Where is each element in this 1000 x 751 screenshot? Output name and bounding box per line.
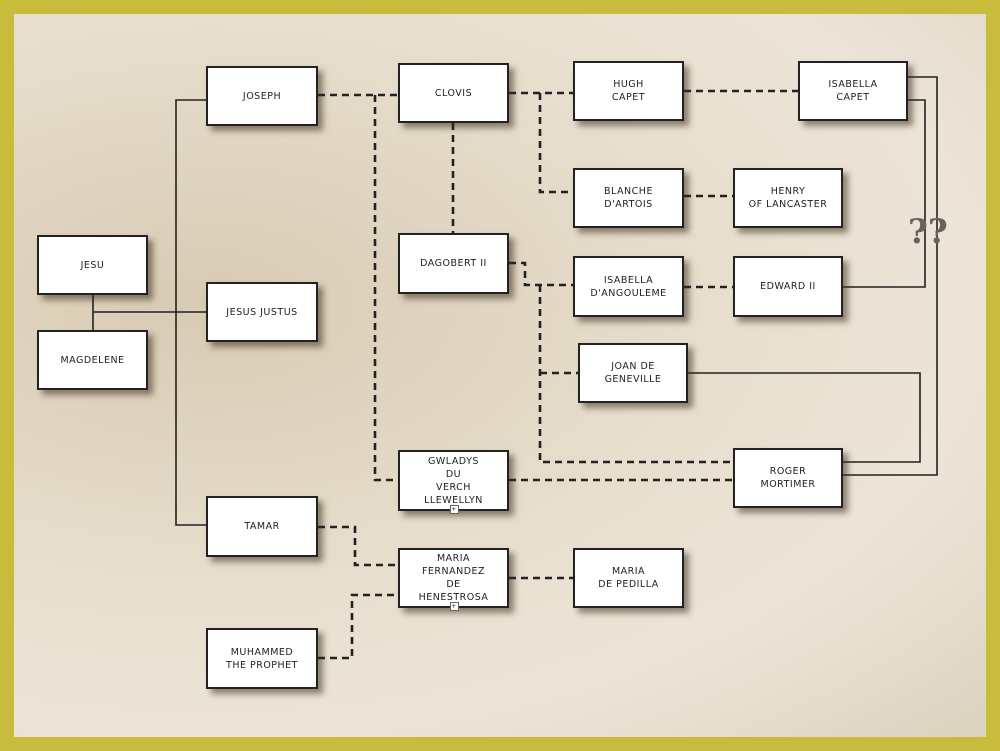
node-henry[interactable]: HENRY OF LANCASTER [733, 168, 843, 228]
node-maria-pedilla[interactable]: MARIA DE PEDILLA [573, 548, 684, 608]
uncertain-annotation: ?? [908, 212, 948, 252]
node-edward[interactable]: EDWARD II [733, 256, 843, 317]
node-isabella-angouleme[interactable]: ISABELLA D'ANGOULEME [573, 256, 684, 317]
node-gwladys[interactable]: GWLADYS DU VERCH LLEWELLYN+ [398, 450, 509, 514]
dashed-lines [318, 89, 798, 660]
node-muhammed[interactable]: MUHAMMED THE PROPHET [206, 628, 318, 689]
node-clovis[interactable]: CLOVIS [398, 63, 509, 123]
node-isabella-capet[interactable]: ISABELLA CAPET [798, 61, 908, 121]
node-maria-fernandez[interactable]: MARIA FERNANDEZ DE HENESTROSA+ [398, 548, 509, 611]
node-label: GWLADYS DU VERCH LLEWELLYN [424, 455, 483, 506]
node-dagobert[interactable]: DAGOBERT II [398, 233, 509, 294]
node-jesu[interactable]: JESU [37, 235, 148, 295]
node-joan[interactable]: JOAN DE GENEVILLE [578, 343, 688, 403]
expand-button[interactable]: + [449, 602, 459, 611]
node-blanche[interactable]: BLANCHE D'ARTOIS [573, 168, 684, 228]
node-joseph[interactable]: JOSEPH [206, 66, 318, 126]
node-hugh-capet[interactable]: HUGH CAPET [573, 61, 684, 121]
node-tamar[interactable]: TAMAR [206, 496, 318, 557]
node-label: MARIA FERNANDEZ DE HENESTROSA [418, 553, 489, 603]
node-roger[interactable]: ROGER MORTIMER [733, 448, 843, 508]
node-magdelene[interactable]: MAGDELENE [37, 330, 148, 390]
solid-lines [92, 76, 938, 526]
node-jesus-justus[interactable]: JESUS JUSTUS [206, 282, 318, 342]
expand-button[interactable]: + [449, 505, 459, 514]
